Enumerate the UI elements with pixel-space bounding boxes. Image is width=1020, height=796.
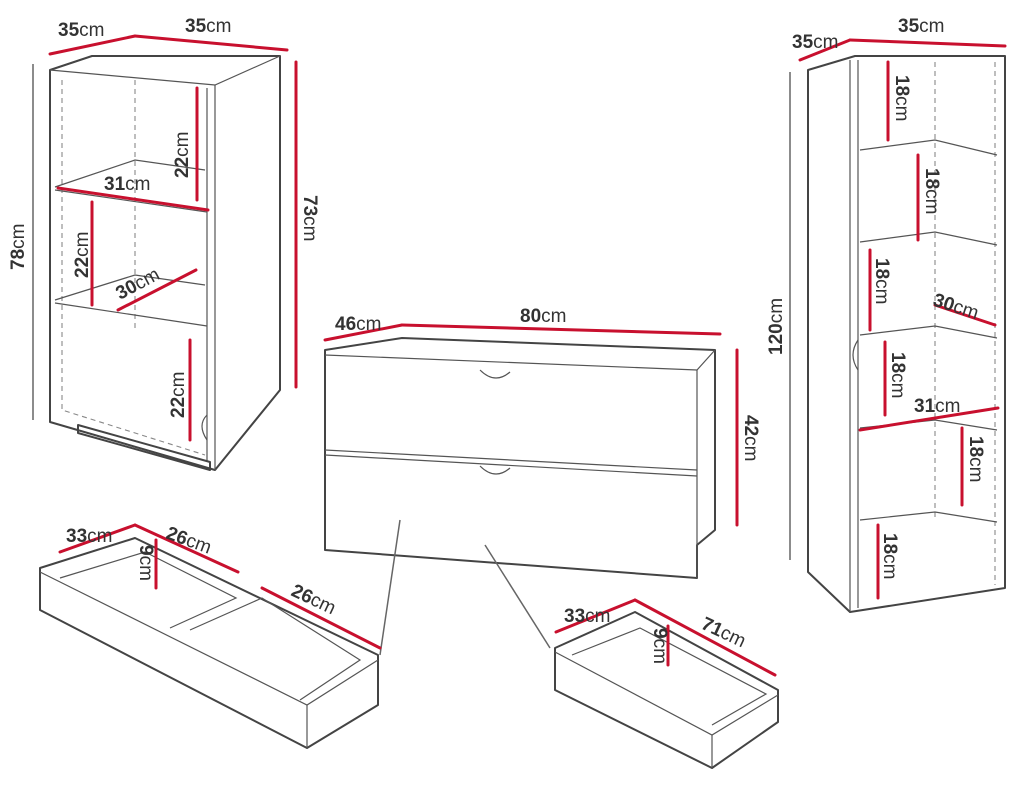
tall-cabinet-shelf-2 [859,231,998,246]
tall-cabinet-shelf-width-line [858,406,1000,432]
small-drawers-depth-line [58,523,137,554]
dresser-drawer-divider [324,449,698,471]
dresser: 46cm 80cm 42cm [323,306,761,656]
tall-cabinet-compartment-2-label: 18cm [921,168,942,214]
tall-cabinet-compartment-6-label: 18cm [879,533,900,579]
left-cabinet-compartment-2-label: 22cm [72,232,93,278]
tall-cabinet-compartment-5-label: 18cm [965,436,986,482]
dresser-drawer-1-handle [479,369,511,379]
left-cabinet-height-inner-label: 73cm [299,195,320,241]
small-drawers-top-edge [39,571,379,706]
tall-cabinet-shelf-4 [859,419,998,431]
tall-cabinet-shelf-depth-label: 30cm [930,290,981,324]
dresser-drawer-2-handle [479,465,511,475]
tall-cabinet-height-label: 120cm [766,298,787,355]
large-drawer-outline [554,611,779,769]
left-cabinet-shelf-depth-line [116,268,198,312]
left-cabinet-shelf-width-line [56,186,210,212]
small-drawers: 33cm 26cm 26cm 9cm [39,523,382,749]
dresser-height-label: 42cm [740,415,761,461]
large-drawer: 33cm 71cm 9cm [554,598,779,769]
small-drawer-a-width-label: 26cm [163,523,214,559]
tall-cabinet-shelf-3 [859,325,998,339]
left-cabinet-compartment-1-label: 22cm [172,132,193,178]
tall-cabinet-width-label: 35cm [898,16,944,37]
tall-cabinet: 35cm 35cm 120cm 18cm 18cm 18cm 18cm 18cm… [766,16,1007,613]
left-cabinet-width-label: 35cm [185,16,231,37]
left-cabinet-handle [201,414,208,441]
tall-cabinet-outline [807,55,1006,613]
left-cabinet-height-outer-label: 78cm [8,224,29,270]
tall-cabinet-shelf-depth-line [933,303,997,327]
tall-cabinet-compartment-3-label: 18cm [871,258,892,304]
dresser-width-label: 80cm [520,306,566,327]
tall-cabinet-shelf-width-label: 31cm [914,396,960,417]
left-cabinet-shelf-2 [54,274,206,301]
left-cabinet-depth-label: 35cm [58,20,104,41]
left-cabinet-outline [49,55,281,471]
dresser-top-edge [324,349,716,371]
small-drawers-height-label: 9cm [135,545,156,581]
left-cabinet: 35cm 35cm 78cm 73cm 22cm 22cm 22cm 31cm … [8,16,320,471]
large-drawer-height-label: 9cm [649,628,670,664]
dresser-depth-label: 46cm [335,314,381,335]
small-drawer-b-width-line [260,586,382,650]
dresser-callout-line-left [379,519,401,656]
dresser-callout-line-right [484,544,551,649]
left-cabinet-top-edge [49,55,281,86]
dresser-depth-line [323,323,404,342]
tall-cabinet-shelf-5 [859,511,998,523]
tall-cabinet-shelf-1 [859,139,998,156]
small-drawers-outline [39,537,379,749]
tall-cabinet-depth-label: 35cm [792,32,838,53]
tall-cabinet-handle [852,339,859,371]
tall-cabinet-compartment-4-label: 18cm [887,352,908,398]
large-drawer-depth-label: 33cm [564,606,610,627]
large-drawer-width-line [633,598,777,677]
left-cabinet-compartment-3-label: 22cm [168,372,189,418]
small-drawer-b-inner [189,597,362,701]
large-drawer-depth-line [554,598,637,634]
tall-cabinet-compartment-1-label: 18cm [891,75,912,121]
small-drawer-a-width-line [133,523,240,574]
dresser-width-line [400,323,722,336]
large-drawer-inner [571,627,768,726]
dresser-outline [324,337,716,579]
small-drawer-a-inner [59,551,238,629]
left-cabinet-depth-line [48,34,137,56]
left-cabinet-width-line [133,34,289,52]
tall-cabinet-width-line [848,38,1007,48]
left-cabinet-shelf-width-label: 31cm [104,174,150,195]
dresser-drawer-divider-2 [324,454,698,477]
left-cabinet-shelf-1-front [54,189,208,213]
tall-cabinet-depth-line [798,38,852,62]
left-cabinet-shelf-2-front [54,302,208,327]
small-drawers-depth-label: 33cm [66,526,112,547]
left-cabinet-plinth [77,424,211,471]
left-cabinet-shelf-1 [54,159,206,188]
